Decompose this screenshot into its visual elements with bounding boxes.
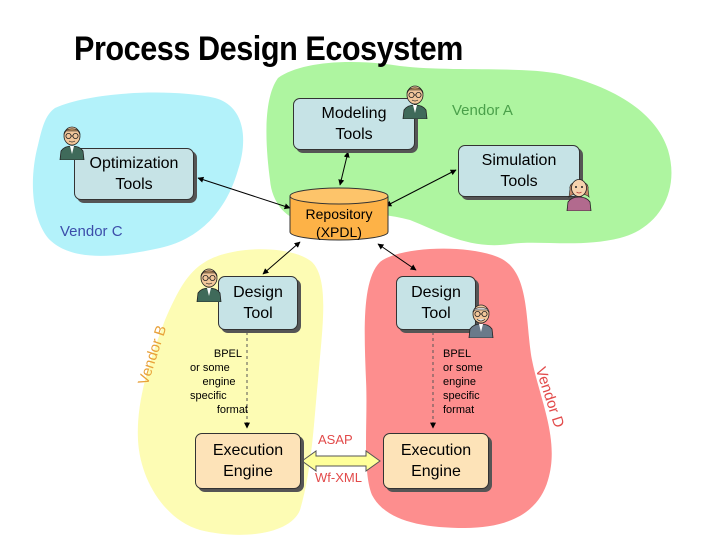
- bpel-note-left-2: or some: [190, 362, 230, 374]
- bpel-note-right-2: or some: [443, 362, 483, 374]
- bpel-note-left: BPEL or some engine specific format: [190, 347, 248, 417]
- simulation-tools-box: Simulation Tools: [458, 145, 580, 197]
- arrow-optimization-repository: [197, 176, 291, 210]
- optimization-tools-label-2: Tools: [115, 176, 153, 193]
- interop-double-arrow: [301, 450, 381, 472]
- vendor-a-label: Vendor A: [452, 102, 513, 119]
- arrow-modeling-repository: [338, 151, 350, 186]
- design-tool-left-label-2: Tool: [243, 305, 273, 322]
- vendor-c-label: Vendor C: [60, 223, 123, 240]
- design-tool-right-box: Design Tool: [396, 276, 476, 330]
- bpel-note-right-3: engine: [443, 376, 477, 388]
- bpel-note-right: BPEL or some engine specific format: [443, 347, 503, 417]
- wf-xml-label: Wf-XML: [315, 470, 362, 485]
- person-icon: [468, 304, 494, 338]
- execution-engine-left-label-1: Execution: [212, 442, 284, 459]
- person-icon: [59, 126, 85, 160]
- bpel-note-right-1: BPEL: [443, 348, 472, 360]
- bpel-note-left-5: format: [216, 404, 248, 416]
- repository-label: Repository (XPDL): [292, 205, 386, 241]
- arrow-simulation-repository: [385, 169, 457, 207]
- repository-label-2: (XPDL): [316, 224, 362, 240]
- person-icon: [566, 179, 592, 211]
- asap-label: ASAP: [318, 432, 353, 447]
- bpel-note-left-3: engine: [202, 376, 236, 388]
- execution-engine-left-box: Execution Engine: [195, 433, 301, 489]
- execution-engine-left-label-2: Engine: [223, 463, 273, 480]
- design-tool-left-label-1: Design: [233, 284, 283, 301]
- simulation-tools-label-1: Simulation: [481, 152, 557, 169]
- page-title: Process Design Ecosystem: [74, 30, 463, 68]
- bpel-note-right-4: specific: [443, 390, 480, 402]
- design-tool-left-box: Design Tool: [218, 276, 298, 330]
- modeling-tools-label-2: Tools: [335, 126, 373, 143]
- simulation-tools-label-2: Tools: [500, 173, 538, 190]
- execution-engine-right-label-1: Execution: [400, 442, 472, 459]
- person-icon: [402, 85, 428, 119]
- arrow-design-right-repository: [377, 243, 417, 271]
- design-tool-right-label-1: Design: [411, 284, 461, 301]
- repository-label-1: Repository: [305, 206, 373, 222]
- optimization-tools-box: Optimization Tools: [74, 148, 194, 200]
- modeling-tools-label-1: Modeling: [321, 105, 387, 122]
- bpel-note-right-5: format: [443, 404, 475, 416]
- bpel-note-left-4: specific: [190, 390, 227, 402]
- execution-engine-right-box: Execution Engine: [383, 433, 489, 489]
- modeling-tools-box: Modeling Tools: [293, 98, 415, 150]
- arrow-design-left-repository: [262, 241, 301, 275]
- design-tool-right-label-2: Tool: [421, 305, 451, 322]
- bpel-note-left-1: BPEL: [213, 348, 242, 360]
- repository-cylinder: [289, 187, 389, 241]
- person-icon: [196, 268, 222, 302]
- optimization-tools-label-1: Optimization: [89, 155, 179, 172]
- execution-engine-right-label-2: Engine: [411, 463, 461, 480]
